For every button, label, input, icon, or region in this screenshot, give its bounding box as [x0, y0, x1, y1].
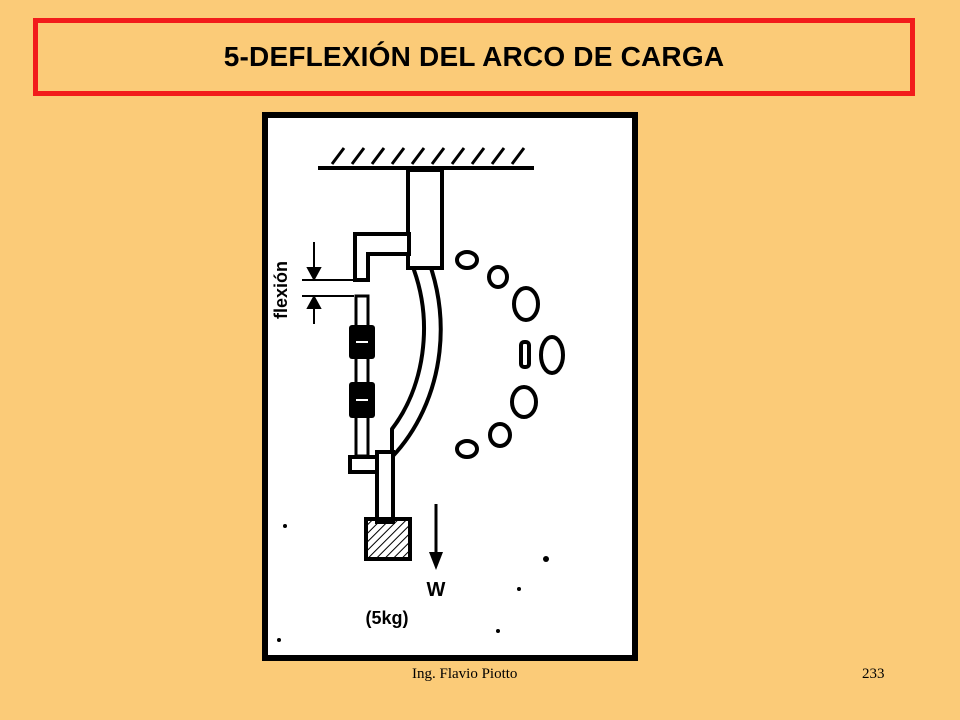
author-footer: Ing. Flavio Piotto: [412, 666, 518, 682]
load-hanger: [364, 450, 412, 561]
flexion-label: flexión: [271, 261, 291, 319]
figure-frame: [262, 112, 638, 661]
deflection-indicator: [302, 242, 354, 324]
title-banner: 5-DEFLEXIÓN DEL ARCO DE CARGA: [33, 18, 915, 96]
print-specks: [277, 524, 549, 642]
top-hanger: [406, 168, 444, 270]
weight-label: W: [427, 579, 446, 601]
weight-arrow: [429, 504, 443, 570]
ring-holes: [455, 250, 565, 459]
mass-label: (5kg): [365, 608, 408, 628]
dial-gauge: [349, 294, 375, 458]
slide-title: 5-DEFLEXIÓN DEL ARCO DE CARGA: [223, 41, 725, 72]
ring-arc: [390, 234, 443, 459]
page-number: 233: [862, 666, 885, 682]
upper-bracket: [353, 232, 411, 282]
load-ring-diagram: flexión W (5kg): [262, 112, 638, 661]
